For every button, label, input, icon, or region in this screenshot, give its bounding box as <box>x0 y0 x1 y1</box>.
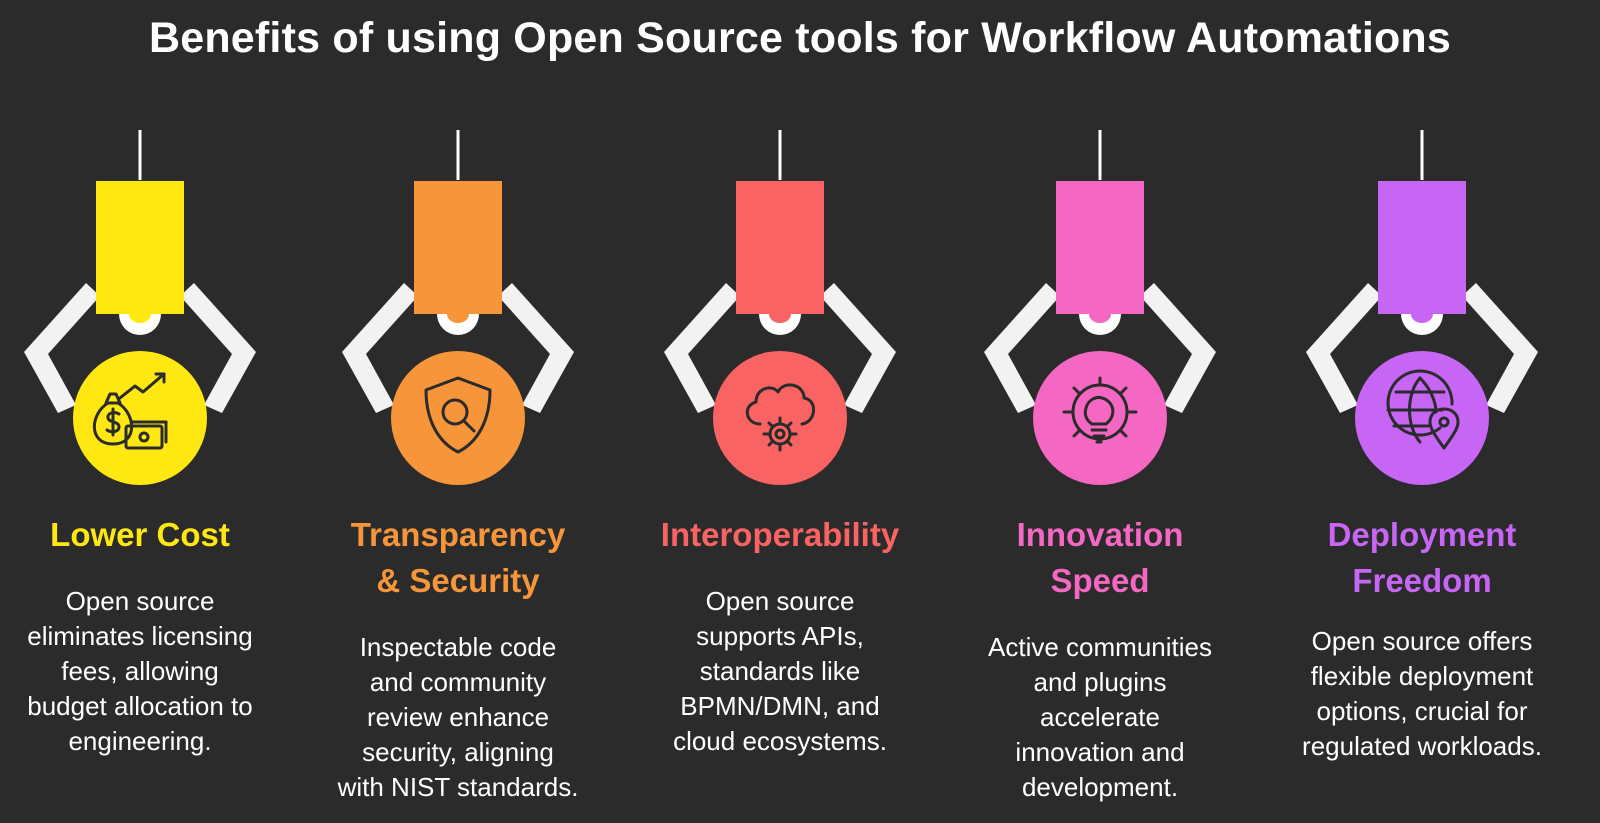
description-line: Active communities <box>988 632 1212 662</box>
icon-circle <box>1355 351 1489 485</box>
benefit-heading: Transparency & Security <box>298 512 618 604</box>
benefit-description: Open source eliminates licensing fees, a… <box>0 584 300 759</box>
description-line: BPMN/DMN, and <box>680 691 880 721</box>
globe-location-icon <box>1386 369 1460 450</box>
description-line: and community <box>369 667 547 697</box>
claw-graphic <box>984 130 1216 485</box>
heading-line: Innovation <box>1016 516 1184 553</box>
benefit-description: Open source supports APIs, standards lik… <box>620 584 940 759</box>
description-line: and plugins <box>1033 667 1167 697</box>
description-line: flexible deployment <box>1310 661 1534 691</box>
description-line: security, aligning <box>362 737 554 767</box>
claw-graphic <box>24 130 256 485</box>
description-line: options, crucial for <box>1316 696 1528 726</box>
description-line: accelerate <box>1040 702 1160 732</box>
benefit-heading: Innovation Speed <box>940 512 1260 604</box>
heading-line: Transparency <box>350 516 566 553</box>
description-line: review enhance <box>366 702 550 732</box>
icon-circle <box>391 351 525 485</box>
benefit-heading: Lower Cost <box>0 512 300 558</box>
claw-graphic <box>1306 130 1538 485</box>
benefit-transparency-security: Transparency & Security Inspectable code… <box>298 128 618 823</box>
description-line: fees, allowing <box>61 656 219 686</box>
description-line: Open source offers <box>1311 626 1533 656</box>
heading-line: Deployment <box>1327 516 1517 553</box>
description-line: standards like <box>699 656 861 686</box>
shield-search-icon <box>424 376 492 454</box>
description-line: eliminates licensing <box>27 621 253 651</box>
description-line: Inspectable code <box>359 632 557 662</box>
benefit-heading: Interoperability <box>620 512 940 558</box>
gear-lightbulb-icon <box>1062 376 1138 444</box>
benefit-interoperability: Interoperability Open source supports AP… <box>620 128 940 823</box>
description-line: Open source <box>705 586 855 616</box>
page-title: Benefits of using Open Source tools for … <box>148 14 1452 62</box>
claw-graphic <box>664 130 896 485</box>
heading-line: Lower Cost <box>50 516 230 553</box>
heading-line: Freedom <box>1352 562 1492 599</box>
claw-block <box>736 181 824 314</box>
claw-block <box>1056 181 1144 314</box>
heading-line: & Security <box>376 562 540 599</box>
claw-block <box>414 181 502 314</box>
benefit-description: Inspectable code and community review en… <box>298 630 618 805</box>
benefit-innovation-speed: Innovation Speed Active communities and … <box>940 128 1260 823</box>
description-line: development. <box>1021 772 1179 802</box>
claw-block <box>96 181 184 314</box>
claw-block <box>1378 181 1466 314</box>
description-line: innovation and <box>1015 737 1185 767</box>
description-line: engineering. <box>68 726 212 756</box>
description-line: budget allocation to <box>27 691 253 721</box>
description-line: Open source <box>65 586 215 616</box>
benefit-description: Open source offers flexible deployment o… <box>1262 624 1582 764</box>
cloud-gear-icon <box>745 383 815 452</box>
money-bag-growth-icon <box>92 372 168 450</box>
benefit-description: Active communities and plugins accelerat… <box>940 630 1260 805</box>
benefit-heading: Deployment Freedom <box>1262 512 1582 604</box>
benefit-lower-cost: Lower Cost Open source eliminates licens… <box>0 128 300 823</box>
description-line: supports APIs, <box>696 621 864 651</box>
claw-graphic <box>342 130 574 485</box>
description-line: regulated workloads. <box>1302 731 1542 761</box>
heading-line: Speed <box>1050 562 1150 599</box>
icon-circle <box>73 351 207 485</box>
heading-line: Interoperability <box>660 516 900 553</box>
description-line: with NIST standards. <box>337 772 579 802</box>
icon-circle <box>1033 351 1167 485</box>
description-line: cloud ecosystems. <box>673 726 887 756</box>
benefit-deployment-freedom: Deployment Freedom Open source offers fl… <box>1262 128 1582 823</box>
